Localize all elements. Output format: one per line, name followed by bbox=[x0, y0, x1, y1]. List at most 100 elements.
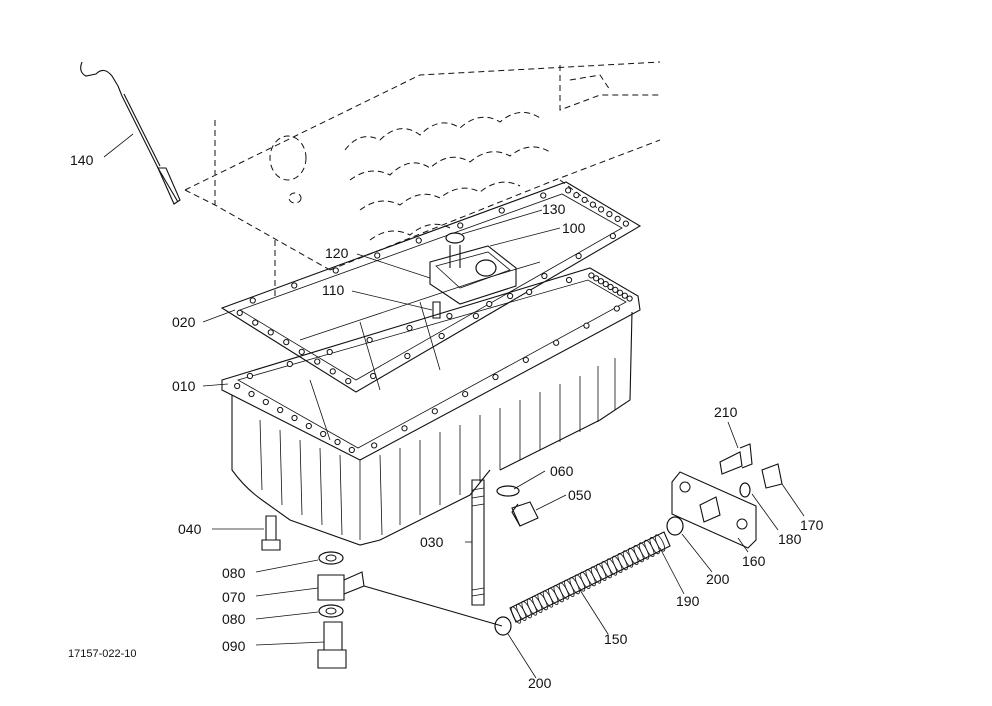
label-200-upper: 200 bbox=[706, 571, 730, 587]
pan-bolt-hole bbox=[431, 408, 438, 415]
pan-bolt-hole bbox=[248, 390, 255, 398]
gasket-bolt-hole bbox=[565, 187, 572, 194]
label-170: 170 bbox=[800, 517, 824, 533]
label-110: 110 bbox=[322, 282, 345, 298]
pan-bolt-hole bbox=[462, 391, 469, 398]
pan-bolt-hole bbox=[406, 324, 413, 332]
pan-bolt-hole bbox=[553, 339, 560, 346]
gasket-bolt-hole bbox=[415, 237, 422, 244]
hose-corrugation bbox=[580, 571, 591, 589]
hose-corrugation bbox=[617, 553, 628, 571]
gasket-bolt-hole bbox=[498, 207, 505, 214]
label-060: 060 bbox=[550, 463, 574, 479]
part-labels: 140 130 100 120 110 020 010 210 060 050 … bbox=[68, 152, 824, 691]
gasket-bolt-hole bbox=[252, 319, 259, 326]
label-080-upper: 080 bbox=[222, 565, 246, 581]
gasket-bolt-hole bbox=[267, 329, 274, 336]
label-090: 090 bbox=[222, 638, 246, 654]
pan-bolt-hole bbox=[262, 398, 269, 406]
pan-bolt-hole bbox=[597, 278, 605, 285]
pan-bolt-hole bbox=[616, 289, 624, 296]
gasket-bolt-hole bbox=[540, 192, 547, 199]
hose-corrugation bbox=[596, 563, 607, 581]
hose-corrugation bbox=[633, 545, 644, 563]
label-020: 020 bbox=[172, 314, 196, 330]
gasket-bolt-hole bbox=[541, 272, 548, 280]
gasket-bolt-hole bbox=[374, 252, 381, 259]
pan-bolt-hole bbox=[602, 281, 609, 288]
label-180: 180 bbox=[778, 531, 802, 547]
gasket-bolt-hole bbox=[614, 215, 621, 222]
pan-bolt-hole bbox=[320, 430, 327, 438]
pan-bolt-hole bbox=[286, 360, 293, 368]
pan-bolt-hole bbox=[492, 373, 499, 381]
label-200-lower: 200 bbox=[528, 675, 552, 691]
label-050: 050 bbox=[568, 487, 592, 503]
pan-bolt-hole bbox=[607, 283, 614, 291]
pan-bolt-hole bbox=[613, 305, 620, 312]
hose-corrugation bbox=[649, 537, 660, 555]
pan-bolt-hole bbox=[486, 300, 493, 308]
label-210: 210 bbox=[714, 404, 738, 420]
hose-corrugation bbox=[638, 542, 650, 560]
pan-bolt-hole bbox=[588, 272, 595, 279]
hose-corrugation bbox=[654, 534, 666, 552]
bracket-assembly bbox=[671, 443, 783, 549]
label-010: 010 bbox=[172, 378, 196, 394]
gasket-bolt-hole bbox=[438, 332, 445, 340]
hose-corrugation bbox=[574, 574, 586, 592]
hose-corrugation bbox=[542, 590, 554, 608]
hose-corrugation bbox=[585, 569, 596, 587]
label-070: 070 bbox=[222, 589, 246, 605]
pan-bolt-hole bbox=[277, 406, 284, 414]
pan-bolt-hole bbox=[246, 372, 254, 380]
gasket-bolt-hole bbox=[472, 312, 479, 320]
pan-bolt-hole bbox=[565, 276, 573, 284]
label-160: 160 bbox=[742, 553, 766, 569]
hose-corrugation bbox=[558, 582, 570, 600]
pan-bolt-hole bbox=[366, 336, 373, 344]
gasket-bolt-hole bbox=[589, 201, 596, 208]
pan-bolt-hole bbox=[234, 382, 241, 390]
gasket-bolt-hole bbox=[283, 339, 290, 346]
oil-strainer bbox=[429, 232, 517, 319]
bolt bbox=[261, 515, 281, 551]
gasket-bolt-hole bbox=[573, 192, 580, 199]
gasket-bolt-hole bbox=[249, 297, 256, 304]
pan-bolt-hole bbox=[348, 446, 355, 454]
pan-bolt-hole bbox=[291, 414, 298, 422]
gasket-bolt-hole bbox=[345, 378, 352, 385]
label-080-lower: 080 bbox=[222, 611, 246, 627]
hose-corrugation bbox=[553, 585, 564, 603]
gasket-bolt-hole bbox=[291, 282, 298, 289]
gasket-bolt-hole bbox=[332, 267, 339, 274]
hose-assembly bbox=[363, 516, 684, 636]
figure-number: 17157-022-10 bbox=[68, 648, 137, 660]
pan-bolt-hole bbox=[621, 292, 628, 299]
pan-bolt-hole bbox=[583, 322, 590, 329]
pan-bolt-hole bbox=[401, 425, 408, 432]
gasket-bolt-hole bbox=[329, 368, 336, 375]
stud-bolt bbox=[471, 479, 485, 606]
label-040: 040 bbox=[178, 521, 202, 537]
gasket-bolt-hole bbox=[581, 196, 588, 203]
pan-bolt-hole bbox=[334, 438, 341, 446]
pan-bolt-hole bbox=[526, 288, 533, 296]
hose-corrugation bbox=[612, 555, 623, 573]
hose-corrugation bbox=[644, 539, 655, 557]
pan-bolt-hole bbox=[522, 356, 529, 363]
hose-corrugation bbox=[569, 577, 580, 595]
pan-bolt-hole bbox=[305, 422, 312, 430]
gasket-bolt-hole bbox=[314, 358, 321, 365]
hose-corrugation bbox=[548, 587, 559, 605]
hose-corrugation bbox=[601, 561, 612, 579]
gasket-bolt-hole bbox=[606, 211, 613, 218]
pan-bolt-hole bbox=[612, 286, 619, 293]
gasket-bolt-hole bbox=[598, 206, 605, 213]
gasket-bolt-hole bbox=[609, 232, 616, 240]
dipstick bbox=[80, 61, 181, 205]
label-190: 190 bbox=[676, 593, 700, 609]
gasket-bolt-hole bbox=[457, 222, 464, 229]
label-030: 030 bbox=[420, 534, 444, 550]
